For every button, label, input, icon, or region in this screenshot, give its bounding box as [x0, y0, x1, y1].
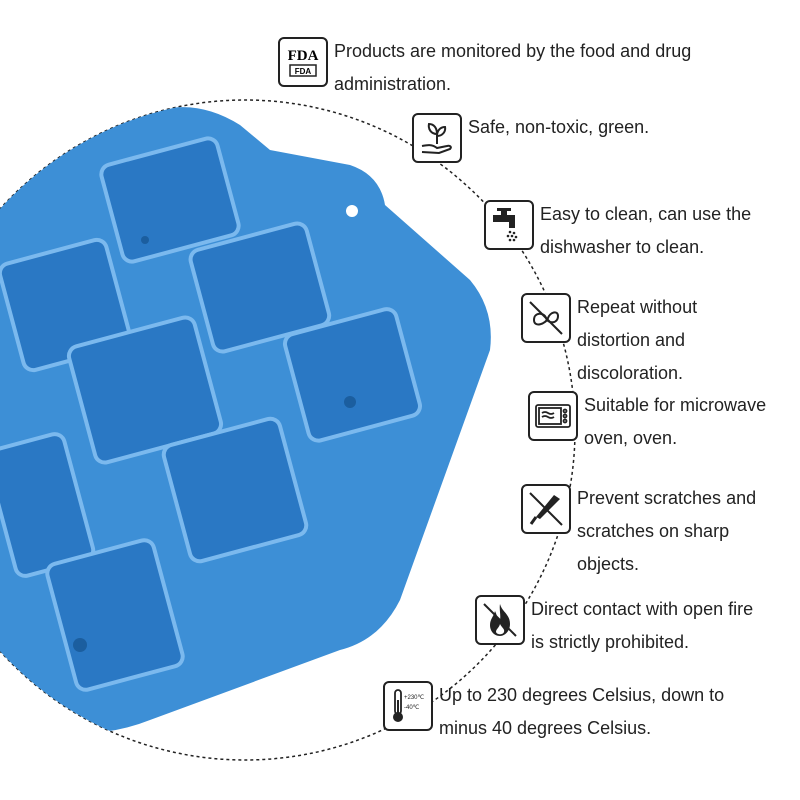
fda-icon-bottom: FDA — [295, 67, 312, 76]
faucet-icon — [484, 200, 534, 250]
fda-icon: FDA FDA — [278, 37, 328, 87]
feature-text: Suitable for microwave oven, oven. — [584, 395, 767, 448]
fda-icon-top: FDA — [288, 48, 319, 64]
no-fire-icon — [475, 595, 525, 645]
feature-microwave: Suitable for microwave oven, oven. — [528, 391, 766, 455]
feature-text: Easy to clean, can use the dishwasher to… — [540, 204, 752, 257]
temp-min-label: -40℃ — [404, 705, 420, 711]
plant-hand-icon — [412, 113, 462, 163]
hanging-hole — [346, 205, 358, 217]
feature-text: Direct contact with open fire is strictl… — [531, 599, 754, 652]
feature-text: Products are monitored by the food and d… — [334, 41, 692, 94]
feature-durable: Repeat without distortion and discolorat… — [521, 293, 697, 390]
feature-temperature: +230℃ -40℃ Up to 230 degrees Celsius, do… — [383, 681, 724, 745]
thermometer-icon: +230℃ -40℃ — [383, 681, 433, 731]
feature-text: Safe, non-toxic, green. — [468, 117, 650, 137]
feature-fda: FDA FDA Products are monitored by the fo… — [278, 37, 691, 101]
feature-scratch: Prevent scratches and scratches on sharp… — [521, 484, 756, 581]
feature-clean: Easy to clean, can use the dishwasher to… — [484, 200, 751, 264]
feature-text: Up to 230 degrees Celsius, down to minus… — [439, 685, 725, 738]
feature-text: Repeat without distortion and discolorat… — [577, 297, 698, 383]
temp-max-label: +230℃ — [404, 695, 425, 701]
no-knife-icon — [521, 484, 571, 534]
feature-fire: Direct contact with open fire is strictl… — [475, 595, 753, 659]
feature-safe: Safe, non-toxic, green. — [412, 113, 649, 163]
mold-tray — [0, 107, 491, 734]
microwave-icon — [528, 391, 578, 441]
mold-cavity — [0, 136, 423, 692]
feature-text: Prevent scratches and scratches on sharp… — [577, 488, 757, 574]
no-deform-icon — [521, 293, 571, 343]
